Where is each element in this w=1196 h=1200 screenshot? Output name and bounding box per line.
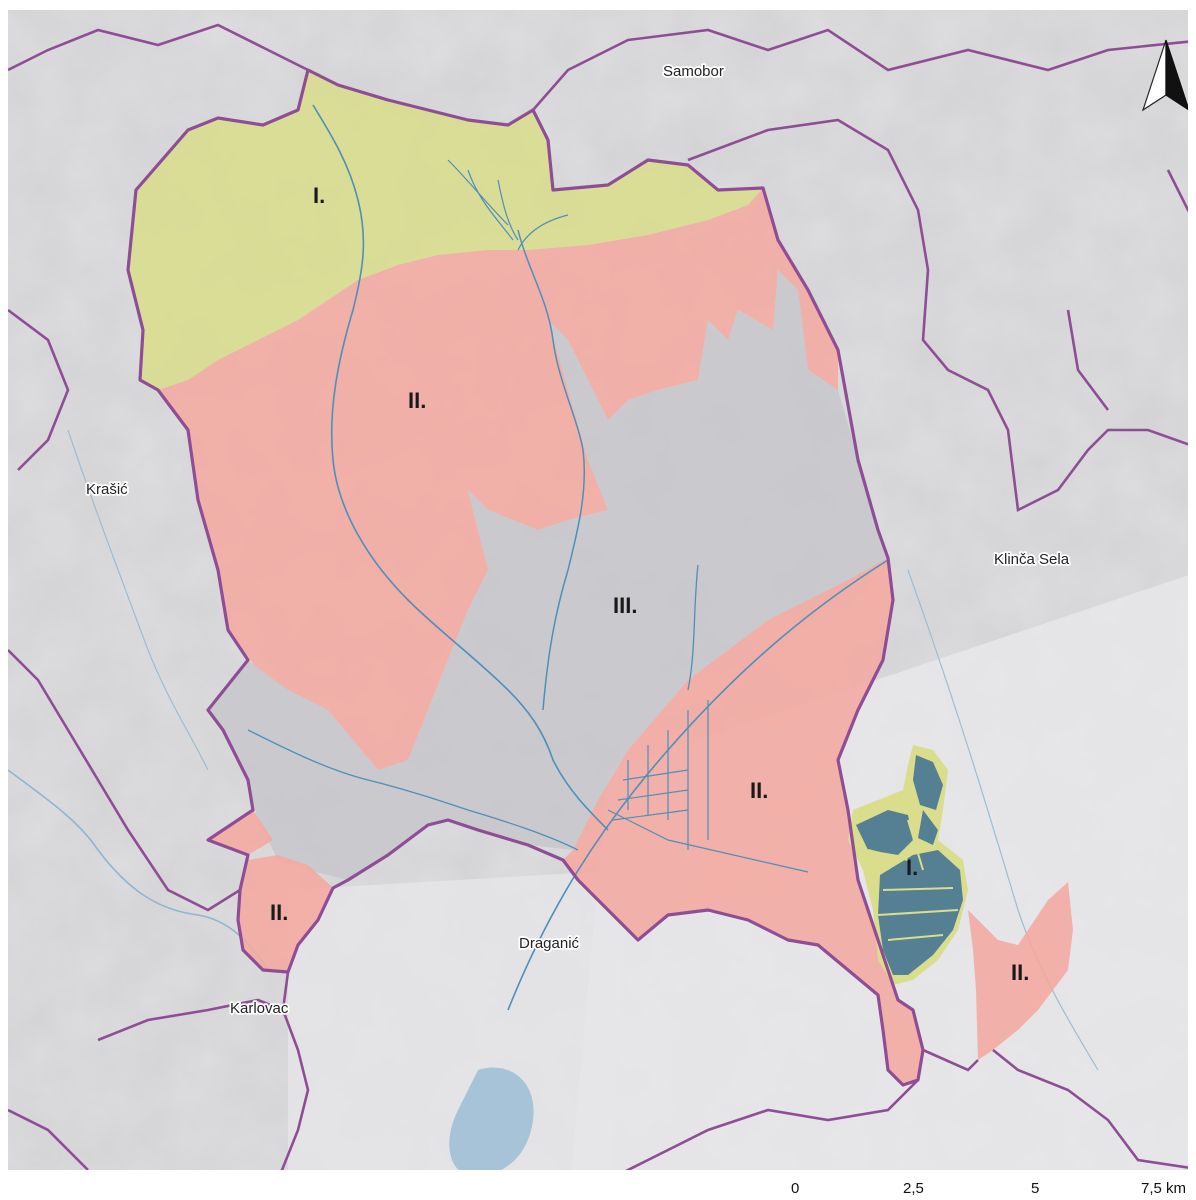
lake-south — [449, 1067, 534, 1170]
town-label-karlovac: Karlovac — [230, 1000, 289, 1017]
scale-label-0: 0 — [791, 1180, 800, 1197]
river-central — [517, 229, 586, 711]
lowland-area-south — [288, 870, 628, 1170]
zone-label-ii-east: II. — [750, 778, 768, 803]
zone-ii-southeast — [968, 882, 1073, 1060]
zone-iii — [208, 270, 888, 880]
zone-i-north — [128, 70, 763, 390]
boundary-outer-east — [687, 118, 1188, 512]
river-east-branch — [687, 564, 699, 691]
fishpond-dykes — [867, 819, 959, 941]
town-label-samobor: Samobor — [663, 63, 724, 80]
zone-label-ii-southwest: II. — [270, 900, 288, 925]
zone-ii-central — [158, 188, 838, 770]
kupa-river — [8, 769, 269, 971]
canal-grid — [607, 700, 809, 873]
zone-ii-east-tail — [878, 995, 923, 1085]
river-lower — [247, 729, 579, 851]
zone-label-iii: III. — [613, 593, 637, 618]
boundary-outer-north — [8, 23, 1188, 111]
scale-label-5: 5 — [1031, 1180, 1040, 1197]
fishponds-water — [856, 755, 963, 975]
stream-east — [907, 569, 1099, 1071]
zone-ii-southwest-lower — [238, 855, 333, 972]
canal-main — [507, 559, 889, 1011]
river-kupcina — [312, 104, 609, 831]
zone-label-ii-southeast: II. — [1011, 960, 1029, 985]
town-label-krasic: Krašić — [86, 481, 128, 498]
river-tributaries-north — [447, 159, 569, 251]
town-label-draganic: Draganić — [519, 935, 580, 952]
zone-label-ii-central: II. — [408, 388, 426, 413]
zone-ii-east — [563, 558, 898, 1000]
map-canvas: Samobor Krašić Klinča Sela Draganić Karl… — [8, 10, 1188, 1170]
boundary-outer-south — [8, 971, 1188, 1170]
map-frame: Samobor Krašić Klinča Sela Draganić Karl… — [8, 10, 1188, 1170]
north-arrow-icon — [1141, 39, 1188, 112]
zone-label-i-north: I. — [313, 183, 325, 208]
scale-label-7-5-km: 7,5 km — [1141, 1180, 1187, 1197]
zone-ii-southwest — [208, 810, 273, 855]
stream-west — [67, 429, 209, 771]
boundary-outer-west — [8, 308, 241, 912]
scale-label-2-5: 2,5 — [903, 1180, 924, 1197]
study-area-boundary — [126, 68, 925, 1087]
town-label-klinca-sela: Klinča Sela — [994, 551, 1070, 568]
zone-label-i-ponds: I. — [906, 855, 918, 880]
